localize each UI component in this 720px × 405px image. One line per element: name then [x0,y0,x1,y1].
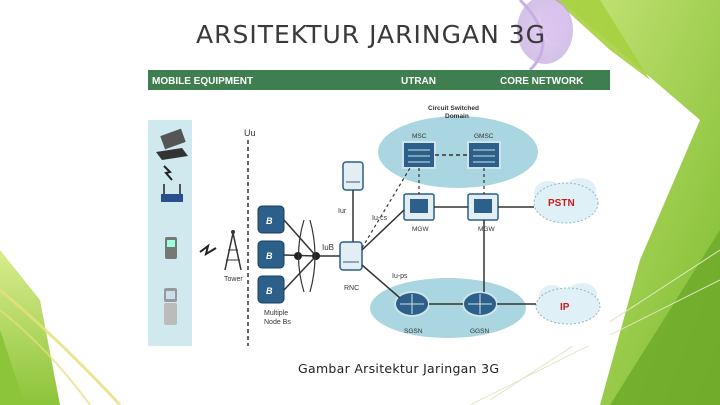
label-domain: Domain [445,113,469,120]
label-pstn: PSTN [548,198,575,209]
header-mobile-equipment: MOBILE EQUIPMENT [152,76,253,87]
circuit-switched-domain [378,116,538,188]
gmsc-node [467,141,501,169]
radio-link-icon [199,243,217,257]
router-icon [161,184,183,202]
label-msc: MSC [412,133,427,140]
label-ip: IP [560,302,570,313]
packet-switched-domain [370,278,526,338]
ip-cloud [535,283,601,325]
rnc-box [339,241,363,271]
mobile-phone-icon [165,237,177,259]
decor-left-green [0,250,60,405]
label-ggsn: GGSN [470,328,489,335]
label-sgsn: SGSN [404,328,423,335]
rnc-peer-box [342,161,364,191]
tower-icon [224,230,242,271]
slide-title: ARSITEKTUR JARINGAN 3G [196,20,547,49]
label-iu-ps: Iu-ps [392,273,408,280]
label-iub: IuB [322,243,334,252]
label-iu-cs: Iu-cs [372,215,388,222]
label-uu: Uu [244,128,256,138]
laptop-icon [156,128,188,160]
header-utran: UTRAN [401,76,436,87]
node-b-1: B [257,205,285,234]
svg-text:B: B [266,216,273,226]
mgw-right-node [467,193,499,221]
wireless-signal-icon [163,165,173,181]
node-b-3: B [257,275,285,304]
msc-node [402,141,436,169]
label-iur: Iur [338,208,347,215]
label-rnc: RNC [344,285,359,292]
header-core-network: CORE NETWORK [500,76,584,87]
diagram-header-bar [148,70,610,90]
network-diagram: MOBILE EQUIPMENT UTRAN CORE NETWORK [148,70,610,346]
label-circuit-switched: Circuit Switched [428,105,479,112]
label-tower: Tower [224,276,243,283]
label-node-bs: Node Bs [264,319,291,326]
mgw-left-node [403,193,435,221]
svg-text:B: B [266,286,273,296]
diagram-caption: Gambar Arsitektur Jaringan 3G [298,361,500,376]
flip-phone-icon [164,288,177,325]
label-multiple: Multiple [264,310,288,317]
label-mgw-right: MGW [478,226,495,233]
node-b-2: B [257,240,285,269]
pstn-cloud [533,178,599,224]
label-gmsc: GMSC [474,133,494,140]
label-mgw-left: MGW [412,226,429,233]
sgsn-node [394,291,430,317]
ggsn-node [462,291,498,317]
svg-text:B: B [266,251,273,261]
